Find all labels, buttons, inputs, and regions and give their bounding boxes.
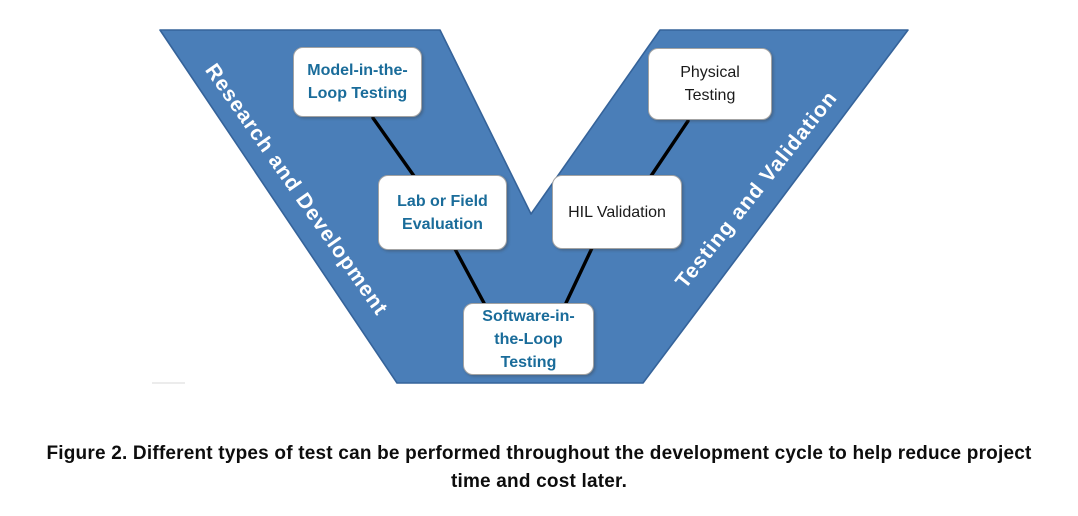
node-hil-validation: HIL Validation [552,175,682,249]
node-text-line: Loop Testing [307,85,408,102]
node-text-line: Physical [680,64,740,81]
node-lab-or-field-evaluation: Lab or Field Evaluation [378,175,507,250]
scan-artifact-line [152,382,185,384]
node-text-line: Model-in-the- [307,62,408,79]
connector-hil-to-sil [564,246,594,305]
node-model-in-the-loop-testing: Model-in-the- Loop Testing [293,47,422,117]
node-text-line: Software-in- [482,307,575,325]
figure-caption-line-1: Figure 2. Different types of test can be… [46,443,1032,464]
node-physical-testing: Physical Testing [648,48,772,120]
connector-phys-to-hil [649,119,690,178]
connector-mil-to-lab [371,116,416,178]
node-text-line: HIL Validation [568,203,666,221]
figure-caption: Figure 2. Different types of test can be… [0,440,1078,496]
node-text-line: the-Loop [494,330,563,348]
connector-lab-to-sil [453,247,486,305]
figure-caption-line-2: time and cost later. [450,471,628,492]
node-software-in-the-loop-testing: Software-in- the-Loop Testing [463,303,594,375]
node-text-line: Testing [500,353,557,371]
node-text-line: Lab or Field [397,192,488,210]
node-text-line: Evaluation [402,215,483,233]
node-text-line: Testing [684,87,736,104]
